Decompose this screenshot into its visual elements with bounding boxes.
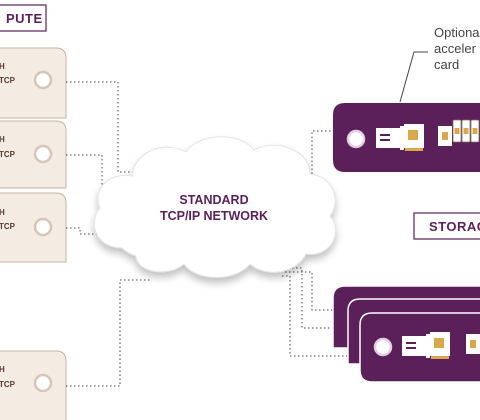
svg-text:H: H [0, 135, 5, 144]
storage-section-label: STORAG [413, 212, 480, 240]
compute-node: H TCP [0, 350, 67, 420]
svg-text:H: H [0, 365, 5, 374]
storage-connectors [282, 130, 360, 357]
compute-section-label: PUTE [0, 4, 47, 32]
port-icon [33, 217, 53, 237]
svg-text:TCP: TCP [0, 380, 16, 389]
nic-card-icon [402, 334, 430, 358]
port-icon [33, 70, 53, 90]
port-icon [346, 129, 366, 149]
port-icon [373, 337, 393, 357]
nic-card-icon [376, 126, 404, 150]
compute-connectors [66, 81, 150, 387]
storage-node-accelerated [333, 103, 480, 172]
port-icon [33, 144, 53, 164]
svg-text:STANDARD: STANDARD [179, 193, 248, 207]
svg-text:TCP: TCP [0, 76, 16, 85]
accelerator-card-icon [404, 124, 424, 151]
svg-text:TCP/IP NETWORK: TCP/IP NETWORK [160, 209, 268, 223]
svg-text:Optiona: Optiona [434, 25, 480, 40]
accelerator-card-icon [430, 332, 450, 359]
svg-text:card: card [434, 57, 459, 72]
compute-node: H TCP [0, 192, 67, 263]
port-icon [33, 373, 53, 393]
compute-node: H TCP [0, 120, 67, 189]
svg-text:H: H [0, 62, 5, 71]
svg-text:TCP: TCP [0, 222, 16, 231]
svg-text:STORAG: STORAG [429, 219, 480, 234]
accelerator-annotation: Optiona acceler card [399, 25, 480, 103]
svg-text:PUTE: PUTE [6, 11, 43, 26]
svg-text:H: H [0, 208, 5, 217]
svg-text:acceler: acceler [434, 41, 477, 56]
network-cloud [93, 136, 336, 278]
compute-node: H TCP [0, 47, 67, 119]
storage-node-stack [332, 285, 480, 383]
ssd-drive-icons [466, 334, 480, 354]
ssd-drive-icons [438, 119, 480, 146]
svg-text:TCP: TCP [0, 150, 16, 159]
